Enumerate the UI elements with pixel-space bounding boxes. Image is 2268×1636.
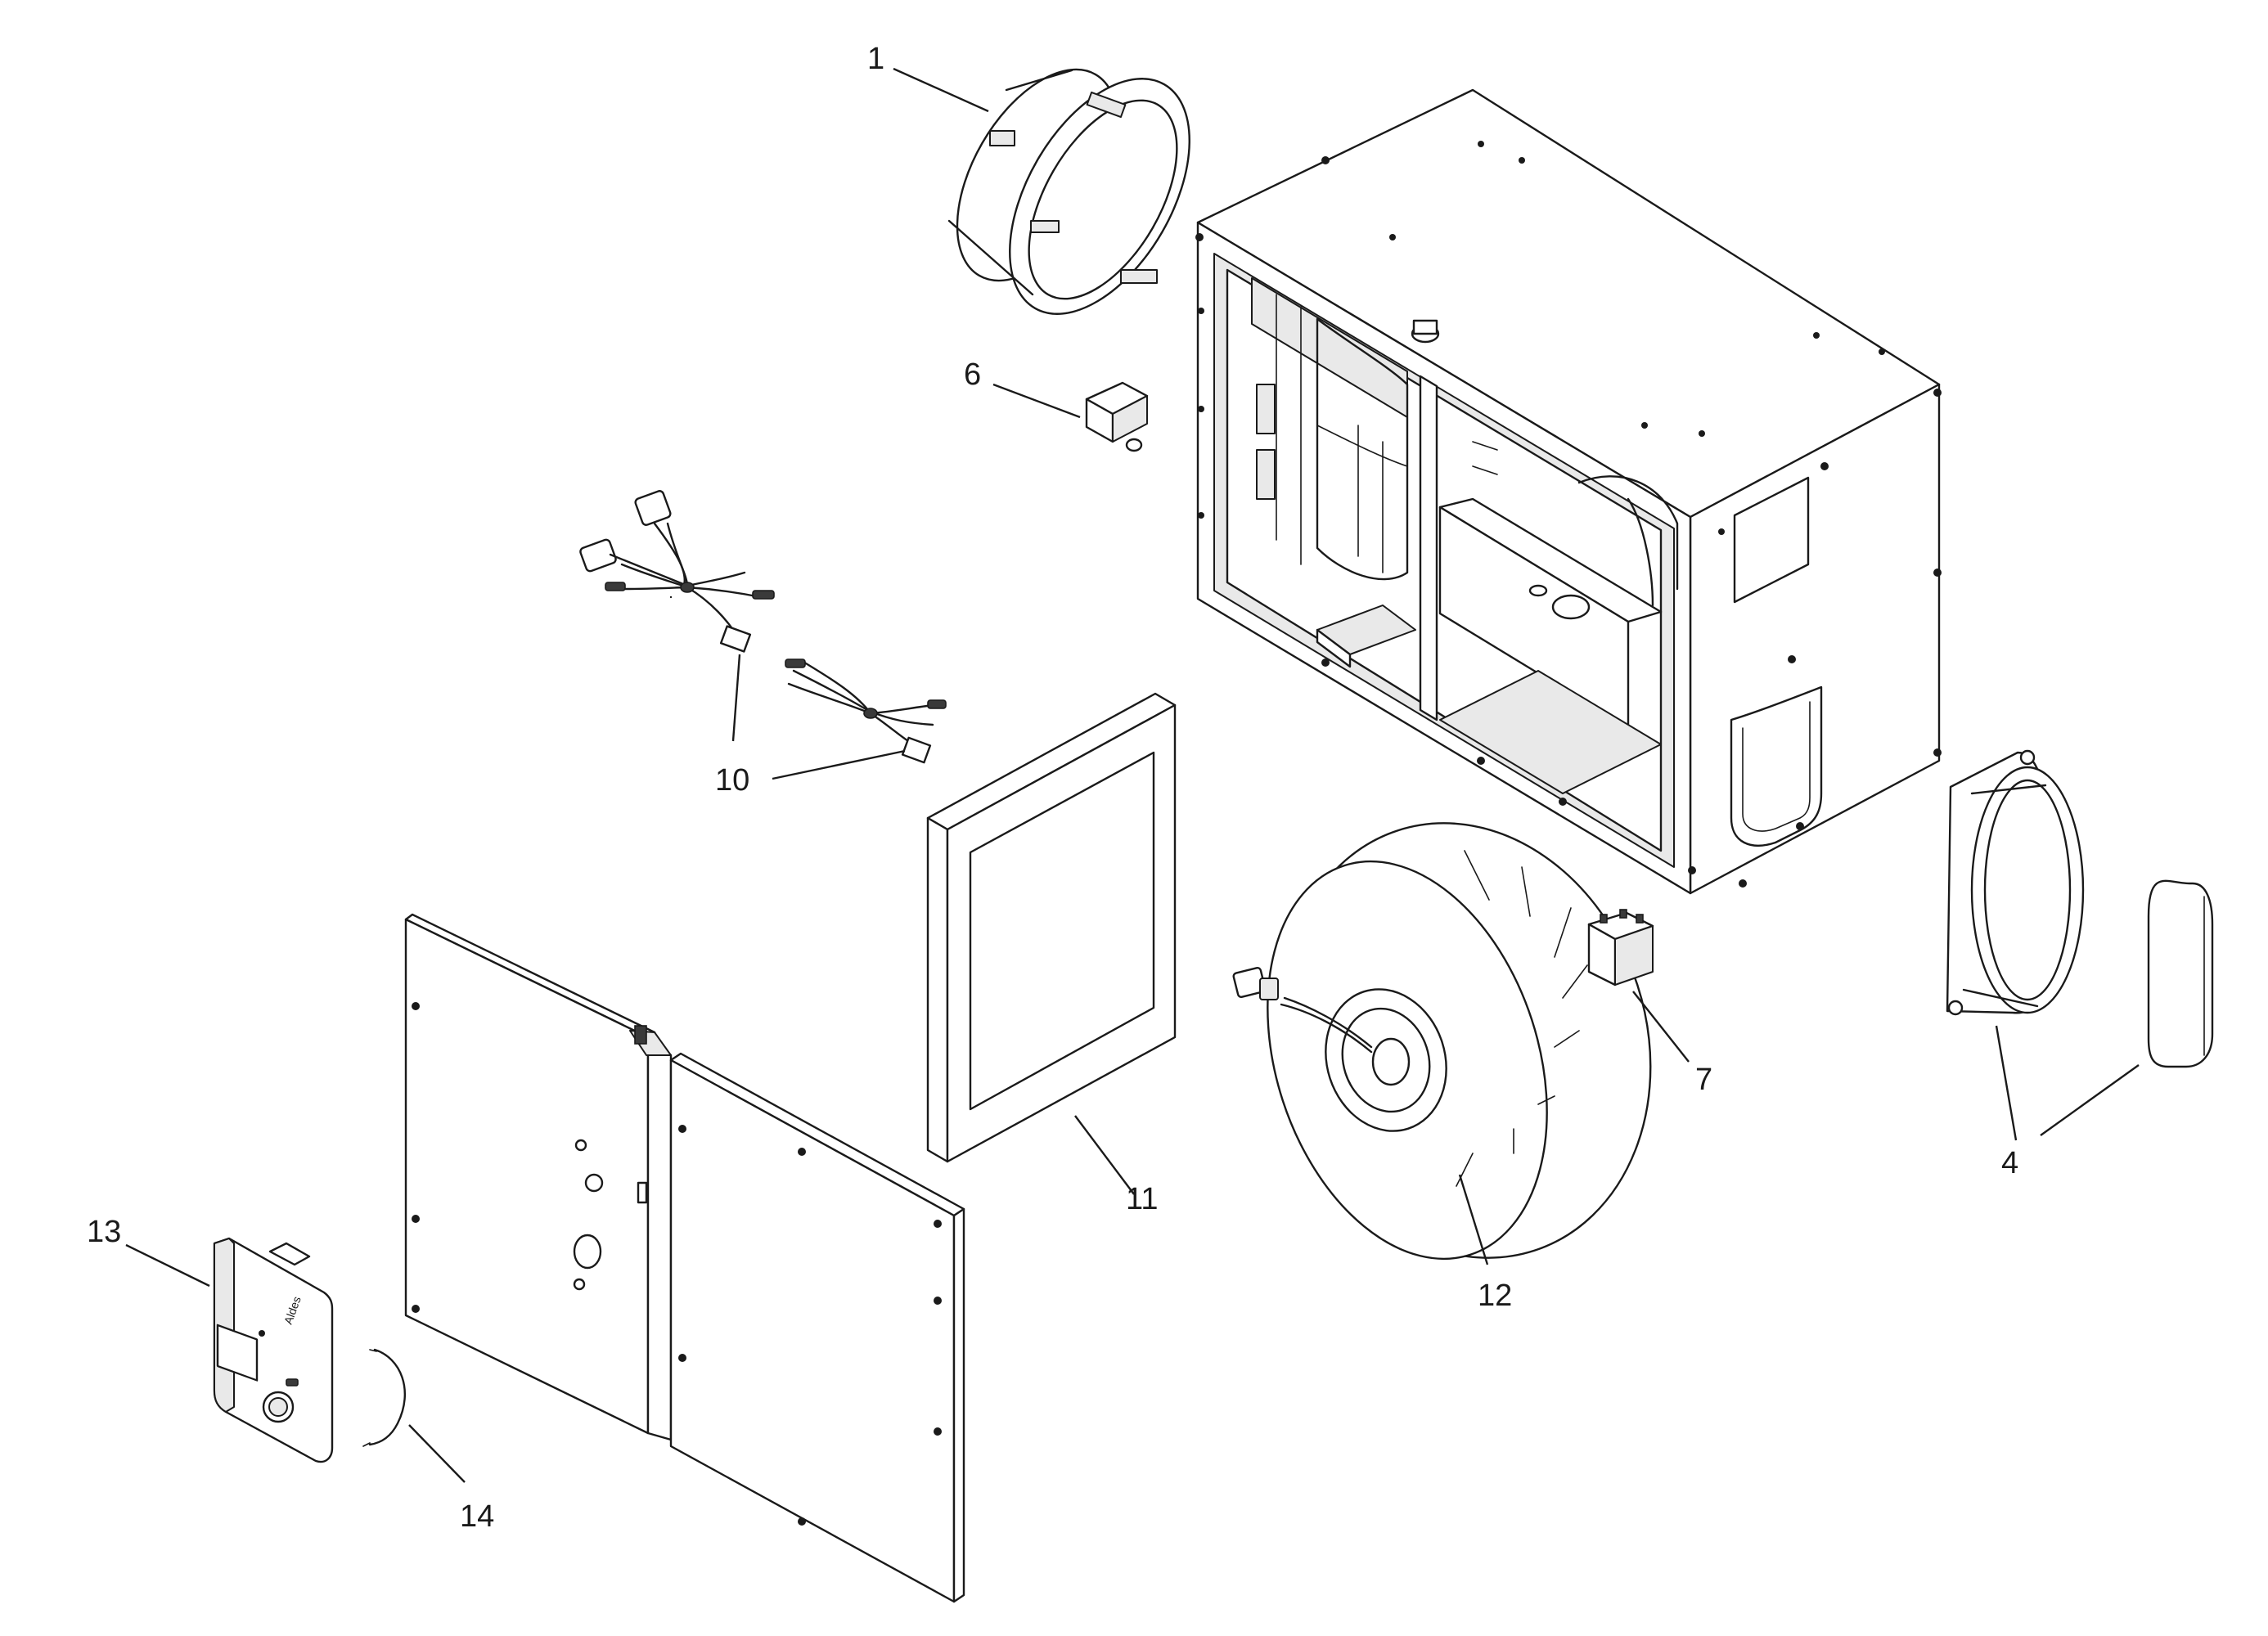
callout-1: 1 (867, 42, 884, 76)
callout-14: 14 (460, 1499, 494, 1534)
door-panels (404, 913, 965, 1603)
part-12-blower-wheel (1232, 822, 1652, 1261)
part-4-outlet-collar (1946, 749, 2214, 1068)
part-7-capacitor (1587, 909, 1654, 987)
callout-numbers: 1 6 10 11 12 7 4 13 14 (87, 42, 2018, 1534)
callout-6: 6 (964, 357, 981, 392)
leader-lines (125, 67, 2140, 1483)
part-11-filter (926, 692, 1177, 1163)
part-6-relay (1085, 381, 1149, 452)
part-13-control-unit: Aldes (213, 1237, 334, 1463)
part-1-duct-collar (947, 68, 1190, 315)
callout-7: 7 (1695, 1063, 1712, 1097)
part-14-wire-loop (362, 1348, 406, 1447)
main-cabinet (1195, 88, 1942, 895)
part-10-wire-harness (579, 490, 947, 764)
callout-11: 11 (1126, 1182, 1158, 1216)
callout-13: 13 (87, 1215, 121, 1249)
callout-4: 4 (2001, 1146, 2018, 1180)
callout-10: 10 (715, 763, 749, 798)
callout-12: 12 (1478, 1279, 1512, 1313)
